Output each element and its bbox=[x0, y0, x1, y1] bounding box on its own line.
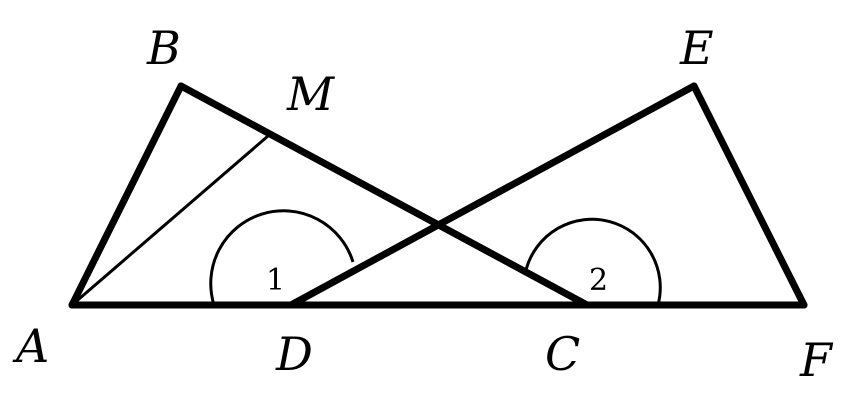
segment-AB bbox=[68, 82, 185, 309]
point-label-C: C bbox=[545, 327, 580, 381]
point-label-A: A bbox=[12, 319, 49, 373]
point-label-F: F bbox=[799, 333, 834, 387]
point-label-D: D bbox=[275, 327, 313, 381]
segment-DE bbox=[287, 82, 698, 309]
point-label-E: E bbox=[679, 21, 714, 75]
segment-BC bbox=[177, 82, 591, 309]
segment-EF bbox=[690, 82, 808, 309]
angle-1-label: 1 bbox=[266, 263, 285, 298]
point-label-B: B bbox=[146, 21, 181, 75]
angle-2-arc bbox=[524, 217, 662, 306]
point-label-M: M bbox=[286, 67, 336, 121]
angle-2-label: 2 bbox=[589, 263, 608, 298]
segment-AM bbox=[70, 134, 270, 307]
angle-1-arc bbox=[209, 209, 355, 306]
